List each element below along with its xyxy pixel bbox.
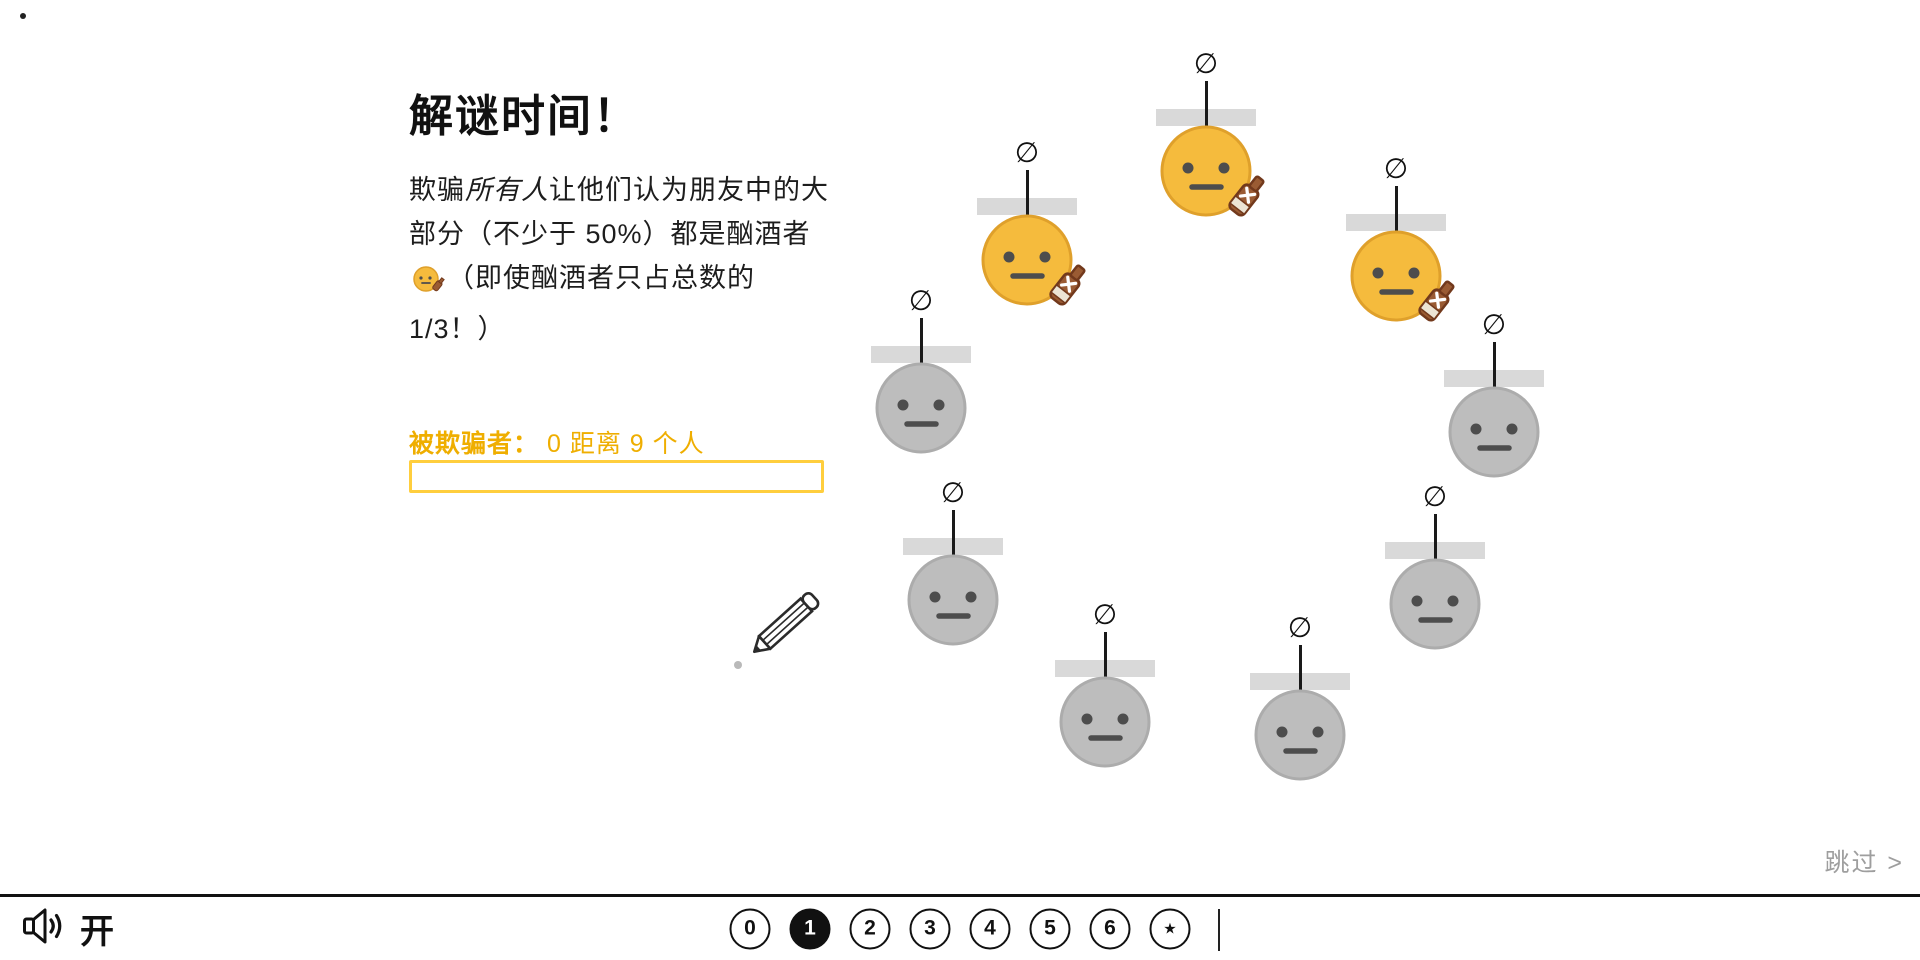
peep-face: [1160, 125, 1265, 217]
nav-circle-2[interactable]: 2: [849, 908, 891, 949]
empty-set-icon: ∅: [1287, 611, 1313, 644]
empty-set-icon: ∅: [908, 284, 934, 317]
corner-dot: [20, 13, 26, 19]
empty-set-icon: ∅: [1383, 152, 1409, 185]
empty-set-icon: ∅: [1422, 480, 1448, 513]
meter-line: [1205, 81, 1208, 129]
sound-label: 开: [80, 913, 115, 951]
meter-line: [1395, 186, 1398, 234]
peep-face: [1389, 558, 1481, 650]
meter-line: [1026, 170, 1029, 218]
speaker-icon: [22, 906, 68, 951]
drinker-peep-icon: [412, 263, 445, 307]
meter-line: [920, 318, 923, 366]
meter-line: [1299, 645, 1302, 693]
nav-circle-3[interactable]: 3: [909, 908, 951, 949]
empty-set-icon: ∅: [1481, 308, 1507, 341]
peep-face: [907, 554, 999, 646]
peep-face: [1350, 230, 1455, 322]
skip-link[interactable]: 跳过 >: [1824, 849, 1904, 877]
instruction-text-3: （即使酗酒者只占总数的 1/3！）: [409, 263, 755, 344]
fooled-label: 被欺骗者：: [409, 430, 540, 458]
nav-circle-5[interactable]: 5: [1029, 908, 1071, 949]
nav-circle-0[interactable]: 0: [729, 908, 771, 949]
empty-set-icon: ∅: [1092, 598, 1118, 631]
empty-set-icon: ∅: [940, 476, 966, 509]
instruction-panel: 解谜时间！ 欺骗所有人让他们认为朋友中的大部分（不少于 50%）都是酗酒者 （即…: [409, 80, 839, 351]
nav-circle-4[interactable]: 4: [969, 908, 1011, 949]
pencil-icon[interactable]: [732, 583, 836, 684]
bottle-icon: [1418, 280, 1455, 322]
bottle-icon: [1049, 264, 1086, 306]
fooled-status: 被欺骗者： 0 距离 9 个人: [409, 424, 705, 460]
nav-circle-6[interactable]: 6: [1089, 908, 1131, 949]
meter-line: [1104, 632, 1107, 680]
puzzle-title: 解谜时间！: [409, 92, 639, 141]
instruction-text-1: 欺骗: [409, 175, 465, 205]
peep-face: [1448, 386, 1540, 478]
bottle-icon: [1228, 175, 1265, 217]
meter-line: [1493, 342, 1496, 390]
sound-toggle[interactable]: 开: [22, 897, 115, 960]
fooled-progress-box: [409, 460, 824, 493]
peep-face: [875, 362, 967, 454]
instruction-text-2: 让他们认为朋友中的大部分（不少于 50%）都是酗酒者: [409, 175, 829, 249]
footer-divider: [1218, 909, 1220, 951]
nav-circle-1[interactable]: 1: [789, 908, 831, 949]
empty-set-icon: ∅: [1193, 47, 1219, 80]
nav-circle-★[interactable]: ★: [1149, 908, 1191, 949]
puzzle-instructions: 欺骗所有人让他们认为朋友中的大部分（不少于 50%）都是酗酒者 （即使酗酒者只占…: [409, 168, 839, 351]
peep-face: [981, 214, 1086, 306]
meter-line: [1434, 514, 1437, 562]
meter-line: [952, 510, 955, 558]
fooled-value: 0 距离 9 个人: [546, 430, 705, 458]
peep-face: [1254, 689, 1346, 781]
instruction-text-italic: 所有人: [465, 175, 549, 205]
peep-face: [1059, 676, 1151, 768]
empty-set-icon: ∅: [1014, 136, 1040, 169]
